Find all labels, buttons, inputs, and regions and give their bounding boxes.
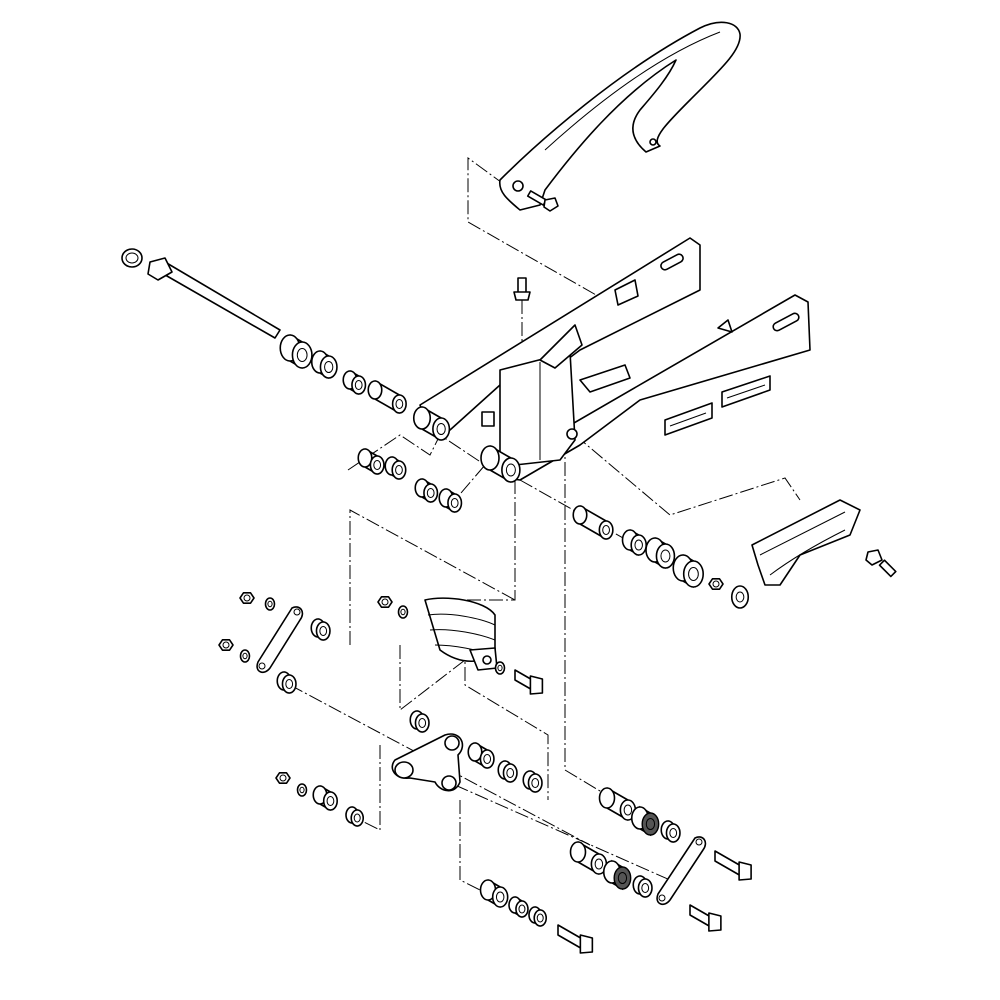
relay-lower-bearing[interactable] <box>508 896 529 918</box>
swingarm-pivot-boss-right[interactable] <box>480 445 521 483</box>
pivot-sleeve[interactable] <box>367 380 407 414</box>
relay-lower-bolt[interactable] <box>557 924 594 954</box>
chain-guard-bolt[interactable] <box>526 190 559 212</box>
link-lower-collar[interactable] <box>276 671 297 694</box>
chain-slider-bolt[interactable] <box>865 549 897 578</box>
relay-seal[interactable] <box>345 806 365 827</box>
pivot-bushing-a[interactable] <box>357 448 385 475</box>
pivot-bushing-b[interactable] <box>438 488 463 513</box>
relay-bearing[interactable] <box>497 760 518 783</box>
relay-nut[interactable] <box>275 771 291 785</box>
relay-link-seal[interactable] <box>632 875 653 898</box>
tie-rod-lower[interactable] <box>656 836 707 906</box>
right-pivot-collar[interactable] <box>672 554 704 588</box>
chain-guard[interactable] <box>498 21 741 211</box>
pivot-bearing-left[interactable] <box>310 350 338 379</box>
relay-bushing[interactable] <box>312 785 338 811</box>
pivot-cap[interactable] <box>121 248 143 268</box>
relay-lower-sleeve[interactable] <box>479 879 509 908</box>
relay-collar-b[interactable] <box>522 770 543 793</box>
warning-decals <box>664 375 771 436</box>
frame-sleeve[interactable] <box>598 787 637 821</box>
shock-washer[interactable] <box>397 605 409 619</box>
leader-link-to-relay <box>289 684 591 846</box>
shock-lower-bolt[interactable] <box>514 669 544 695</box>
shock-nut[interactable] <box>377 595 393 609</box>
right-pivot-seal[interactable] <box>645 537 676 569</box>
leader-link-upper <box>349 509 516 645</box>
tie-rod-upper[interactable] <box>256 606 304 674</box>
link-nut-b[interactable] <box>218 638 234 652</box>
relay-link-sleeve[interactable] <box>569 841 608 875</box>
chain-pad-mount <box>614 279 639 306</box>
small-parts <box>218 334 752 954</box>
leader-lines <box>289 157 801 896</box>
needle-bearing-upper[interactable] <box>630 805 660 837</box>
needle-bearing-lower[interactable] <box>602 859 632 891</box>
pivot-bearing-b[interactable] <box>414 478 439 503</box>
link-washer-b[interactable] <box>239 649 251 663</box>
chain-slider[interactable] <box>751 499 861 586</box>
link-bolt-lower[interactable] <box>689 904 722 932</box>
right-pivot-bearing[interactable] <box>621 529 648 556</box>
leader-frame-down <box>564 440 616 801</box>
rear-shock-absorber[interactable] <box>424 597 498 671</box>
axle-slot-left <box>660 253 684 271</box>
relay-collar-a[interactable] <box>409 710 430 733</box>
swingarm-pivot-boss-left[interactable] <box>412 406 451 441</box>
pivot-cap-right[interactable] <box>730 585 750 609</box>
axle-slot-right <box>772 312 800 332</box>
leader-relay-to-link <box>454 784 671 881</box>
pivot-spacer-cap[interactable] <box>342 370 367 395</box>
pivot-collar[interactable] <box>279 334 313 369</box>
leader-relay-lower <box>359 745 381 831</box>
leader-chain-guard <box>467 157 641 321</box>
relay-lower-seal[interactable] <box>528 906 548 927</box>
leader-shock <box>445 480 516 601</box>
pivot-bearing-a[interactable] <box>384 456 407 480</box>
leader-chain-slider <box>574 434 801 516</box>
shock-lower-washer[interactable] <box>494 661 506 675</box>
pivot-nut[interactable] <box>708 577 724 591</box>
grease-nipple[interactable] <box>513 277 531 301</box>
link-washer-a[interactable] <box>264 597 276 611</box>
leader-relay <box>399 645 549 800</box>
link-nut-a[interactable] <box>239 591 255 605</box>
relay-arm[interactable] <box>391 733 464 792</box>
frame-seal[interactable] <box>660 820 681 843</box>
link-upper-collar[interactable] <box>310 618 331 641</box>
relay-sleeve[interactable] <box>467 742 495 769</box>
leader-relay-bottom <box>459 800 491 896</box>
pivot-shaft[interactable] <box>147 257 281 339</box>
right-pivot-sleeve[interactable] <box>572 505 614 540</box>
relay-washer[interactable] <box>296 783 308 797</box>
swing-arm[interactable] <box>419 237 811 481</box>
leader-pivot-left <box>347 434 486 501</box>
link-bolt-upper[interactable] <box>714 850 752 881</box>
